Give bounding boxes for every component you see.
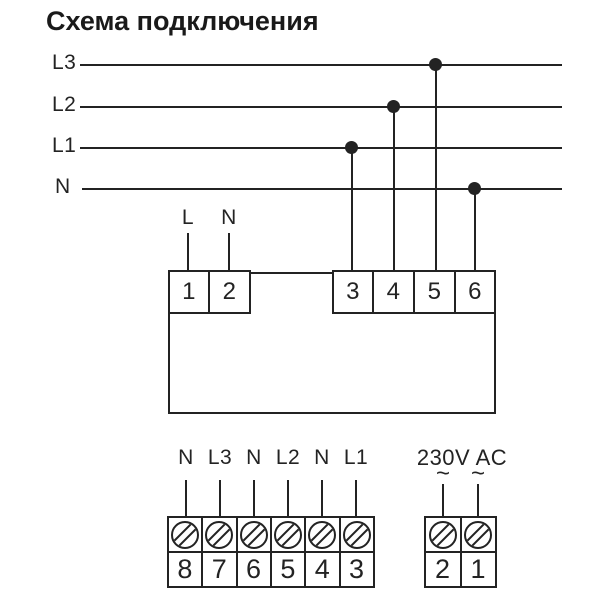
load-wire-label-2: L3 [207,446,233,469]
power-terminal-number: 1 [470,554,487,584]
screw-icon [274,520,303,549]
load-wire-label-6: L1 [343,446,369,469]
screw-icon [205,520,234,549]
power-terminal-block: 2 1 [424,516,497,588]
terminal-cell-5: 5 [413,270,456,314]
load-terminal-number: 6 [238,553,272,586]
load-wire-label-4: L2 [275,446,301,469]
screw-icon [308,520,337,549]
load-wire-6 [355,480,357,516]
page-title: Схема подключения [46,6,319,36]
terminal-cell-2: 2 [208,270,251,314]
terminal-cell-3: 3 [332,270,374,314]
screw-cell [272,518,307,551]
ac-tilde-symbol: ~ [435,460,450,487]
power-line-label-l3: L3 [52,51,77,74]
drop-wire-l1 [351,148,353,272]
screw-cell [341,518,373,551]
load-wire-2 [219,480,221,516]
power-line-l3 [80,64,562,66]
power-number-row: 2 1 [426,553,495,586]
screw-icon [428,520,457,549]
drop-wire-n [474,189,476,272]
load-terminal-number: 7 [203,553,238,586]
drop-wire-l3 [435,65,437,272]
junction-dot-l2 [387,100,400,113]
load-wire-4 [287,480,289,516]
screw-cell [306,518,341,551]
load-wire-label-1: N [178,446,194,469]
screw-icon [239,520,268,549]
power-supply-label: 230V AC [416,445,508,470]
input-label-n: N [221,206,237,229]
terminal-cell-4: 4 [372,270,415,314]
terminal-cell-6: 6 [454,270,496,314]
power-line-label-l1: L1 [52,134,77,157]
power-wire-1 [477,484,479,516]
load-terminal-block: 8 7 6 5 4 3 [167,516,375,588]
screw-cell [169,518,204,551]
screw-icon [464,520,493,549]
junction-dot-l1 [345,141,358,154]
screw-cell [426,518,462,551]
screw-icon [171,520,200,549]
screw-cell [238,518,272,551]
power-wire-2 [442,484,444,516]
load-wire-label-5: N [314,446,330,469]
load-number-row: 8 7 6 5 4 3 [169,553,373,586]
load-terminal-number: 8 [169,553,204,586]
terminal-cell-1: 1 [168,270,210,314]
junction-dot-n [468,182,481,195]
screw-cell [203,518,238,551]
junction-dot-l3 [429,58,442,71]
input-wire-l [187,233,189,272]
power-line-label-n: N [55,175,71,198]
input-label-l: L [181,206,195,229]
load-wire-3 [253,480,255,516]
load-terminal-number: 3 [349,554,365,584]
screw-cell [462,518,496,551]
power-terminal-number: 2 [426,553,462,586]
power-line-label-l2: L2 [52,93,77,116]
load-terminal-number: 5 [272,553,307,586]
power-screw-row [426,518,495,553]
ac-tilde-symbol: ~ [470,460,485,487]
load-terminal-number: 4 [306,553,341,586]
power-line-n [82,188,562,190]
power-line-l2 [80,106,562,108]
load-screw-row [169,518,373,553]
drop-wire-l2 [393,107,395,272]
load-wire-label-3: N [246,446,262,469]
screw-icon [342,520,371,549]
load-wire-1 [185,480,187,516]
load-wire-5 [321,480,323,516]
input-wire-n [228,233,230,272]
power-line-l1 [80,147,562,149]
